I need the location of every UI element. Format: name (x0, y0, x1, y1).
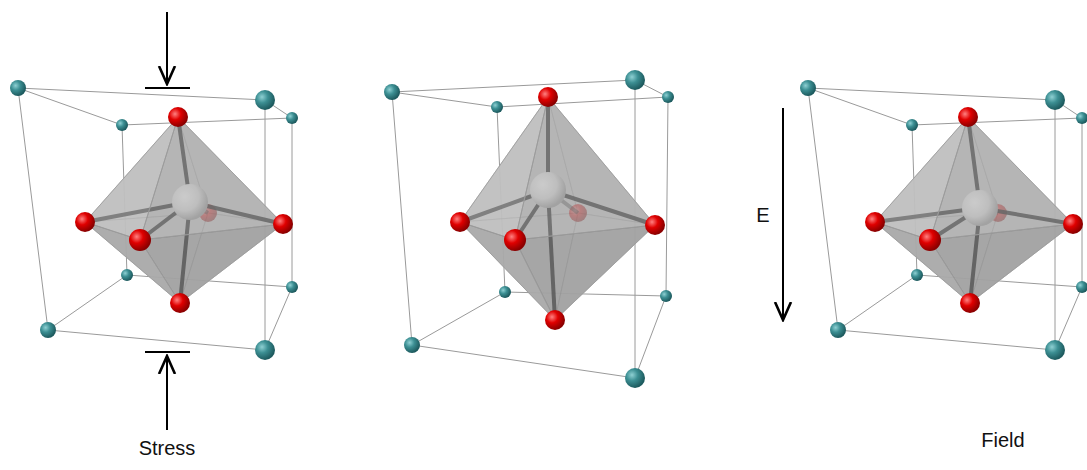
cell-edge (808, 88, 1055, 100)
unit-cell (800, 80, 1087, 360)
octahedron-face (930, 224, 1073, 303)
cell-edge (666, 97, 668, 296)
oxygen-atom (958, 107, 978, 127)
cell-edge (392, 92, 497, 107)
unit-cell (10, 80, 298, 360)
field-arrow (782, 108, 784, 320)
oxygen-atom (545, 310, 565, 330)
oxygen-atom (450, 212, 470, 232)
a-site-atom (255, 90, 275, 110)
octahedron-face (140, 117, 283, 240)
oxygen-atom (170, 293, 190, 313)
a-site-atom (286, 112, 298, 124)
cell-edge (912, 118, 1082, 125)
label: Field (981, 429, 1024, 451)
a-site-atom (800, 80, 816, 96)
a-site-atom (10, 80, 26, 96)
oxygen-atom (960, 293, 980, 313)
a-site-atom (404, 337, 420, 353)
a-site-atom (491, 101, 503, 113)
cell-edge (808, 88, 838, 330)
a-site-atom (499, 286, 511, 298)
unit-cell (384, 70, 674, 388)
cell-edge (18, 88, 265, 100)
oxygen-atom (273, 214, 293, 234)
label: E (756, 204, 769, 226)
a-site-atom (662, 91, 674, 103)
label: Stress (139, 437, 196, 459)
cell-edge (412, 292, 505, 345)
a-site-atom (625, 70, 645, 90)
cell-edge (635, 296, 666, 378)
a-site-atom (625, 368, 645, 388)
cell-edge (48, 330, 265, 350)
a-site-atom (830, 322, 846, 338)
cell-edge (838, 275, 917, 330)
oxygen-atom (75, 212, 95, 232)
a-site-atom (1045, 340, 1065, 360)
a-site-atom (1045, 90, 1065, 110)
octahedron-face (930, 117, 1073, 240)
cell-edge (48, 275, 127, 330)
cell-edge (838, 330, 1055, 350)
cell-edge (392, 92, 412, 345)
cell-edge (808, 88, 912, 125)
cell-edge (392, 80, 635, 92)
a-site-atom (286, 281, 298, 293)
oxygen-atom (168, 107, 188, 127)
cell-edge (18, 88, 122, 125)
oxygen-atom (504, 229, 526, 251)
a-site-atom (906, 119, 918, 131)
cell-edge (265, 287, 292, 350)
octahedron-face (515, 97, 655, 240)
oxygen-atom (865, 212, 885, 232)
oxygen-atom (538, 87, 558, 107)
cell-edge (412, 345, 635, 378)
cell-edge (292, 118, 293, 287)
a-site-atom (1076, 281, 1087, 293)
a-site-atom (255, 340, 275, 360)
a-site-atom (911, 269, 923, 281)
cell-edge (1082, 118, 1083, 287)
a-site-atom (116, 119, 128, 131)
oxygen-atom (919, 229, 941, 251)
octahedron-face (515, 225, 655, 320)
stress-bar (145, 351, 190, 353)
oxygen-atom (645, 215, 665, 235)
stress-arrow (166, 12, 168, 84)
cell-edge (1055, 287, 1082, 350)
a-site-atom (121, 269, 133, 281)
arrows (145, 12, 783, 430)
oxygen-atom (129, 229, 151, 251)
a-site-atom (660, 290, 672, 302)
octahedron-face (140, 224, 283, 303)
stress-arrow (166, 356, 168, 430)
cell-edge (497, 97, 668, 107)
a-site-atom (384, 84, 400, 100)
cell-edge (18, 88, 48, 330)
cell-edge (122, 118, 292, 125)
a-site-atom (1076, 112, 1087, 124)
oxygen-atom (1063, 214, 1083, 234)
stress-bar (145, 87, 190, 89)
a-site-atom (40, 322, 56, 338)
